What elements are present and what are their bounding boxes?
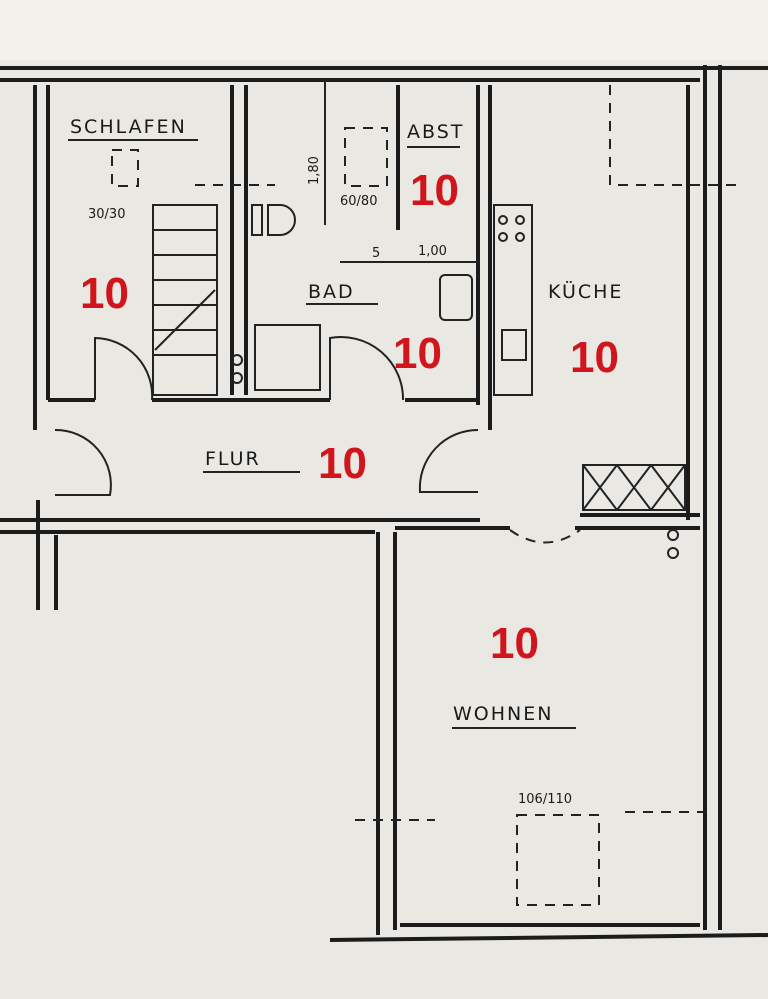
bad-window-size: 60/80 bbox=[340, 194, 377, 209]
flur-number: 10 bbox=[318, 439, 367, 488]
bad-height-dimension: 1,80 bbox=[307, 156, 322, 185]
flur-label: FLUR bbox=[205, 448, 261, 470]
shower-tray bbox=[254, 324, 321, 391]
schlafen-window bbox=[111, 149, 139, 187]
kitchen-cabinet bbox=[582, 464, 686, 511]
staircase bbox=[152, 204, 218, 396]
bad-label: BAD bbox=[308, 281, 355, 303]
abst-number: 10 bbox=[410, 166, 459, 215]
fixtures bbox=[54, 80, 740, 906]
wohnen-window bbox=[516, 814, 600, 906]
bad-window bbox=[344, 127, 388, 187]
kueche-number: 10 bbox=[570, 333, 619, 382]
kitchen-counter bbox=[493, 204, 533, 396]
toilet bbox=[267, 204, 296, 236]
washbasin bbox=[439, 274, 473, 321]
width-dimension: 1,00 bbox=[418, 244, 447, 259]
toilet-tank bbox=[251, 204, 263, 236]
walls bbox=[0, 65, 768, 942]
kueche-label: KÜCHE bbox=[548, 280, 623, 303]
wohnen-label: WOHNEN bbox=[453, 703, 553, 725]
schlafen-number: 10 bbox=[80, 269, 129, 318]
wohnen-number: 10 bbox=[490, 619, 539, 668]
schlafen-window-size: 30/30 bbox=[88, 207, 125, 222]
labels: SCHLAFEN 30/30 10 1,80 60/80 BAD 10 ABST… bbox=[68, 116, 623, 807]
abst-label: ABST bbox=[407, 121, 464, 143]
paper-top bbox=[0, 0, 768, 60]
wohnen-window-size: 106/110 bbox=[518, 792, 572, 807]
schlafen-label: SCHLAFEN bbox=[70, 116, 187, 138]
wall-dimension: 5 bbox=[372, 246, 380, 261]
kitchen-sink bbox=[501, 329, 527, 361]
bad-number: 10 bbox=[393, 329, 442, 378]
